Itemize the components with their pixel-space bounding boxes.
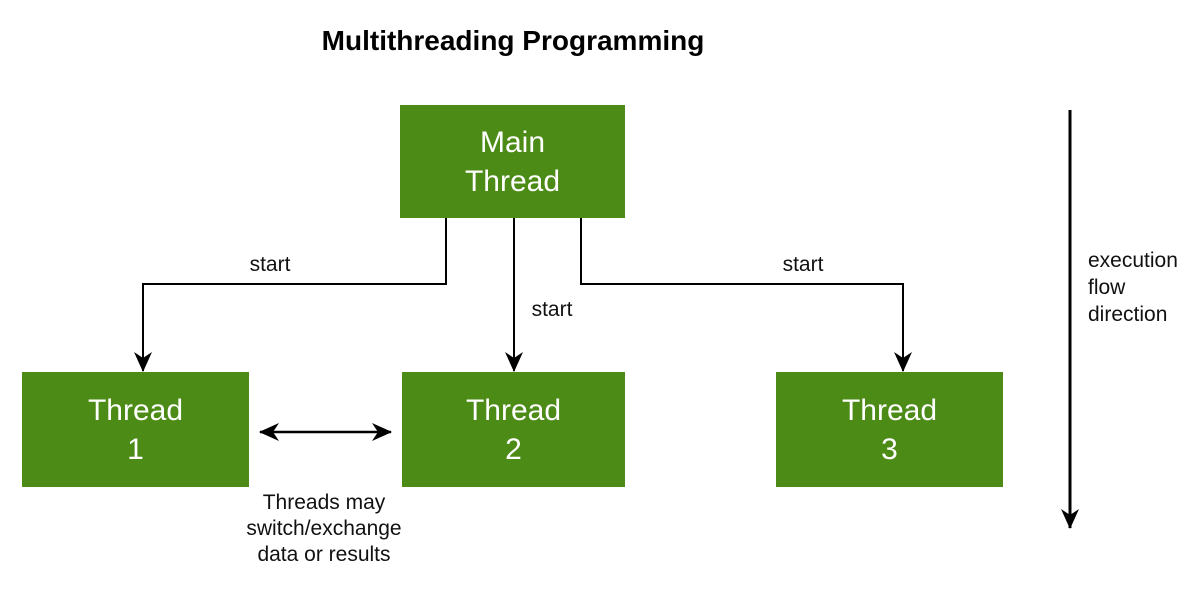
start-label-thread2: start — [531, 298, 573, 321]
execution-flow-label: execution flow direction — [1088, 249, 1178, 326]
thread-1-label: Thread 1 — [87, 393, 184, 466]
thread-3-box: Thread 3 — [776, 372, 1003, 487]
exchange-note: Threads may switch/exchange data or resu… — [246, 491, 402, 566]
connector-main-to-thread3 — [580, 218, 912, 372]
thread-2-box: Thread 2 — [402, 372, 625, 487]
start-label-thread3: start — [782, 253, 824, 276]
thread-3-label: Thread 3 — [841, 393, 938, 466]
thread-2-label: Thread 2 — [465, 393, 562, 466]
connector-main-to-thread1 — [134, 218, 447, 372]
thread-1-box: Thread 1 — [22, 372, 249, 487]
main-thread-label: Main Thread — [464, 125, 561, 198]
start-label-thread1: start — [249, 253, 291, 276]
main-thread-box: Main Thread — [400, 105, 625, 218]
diagram-title: Multithreading Programming — [321, 25, 705, 56]
